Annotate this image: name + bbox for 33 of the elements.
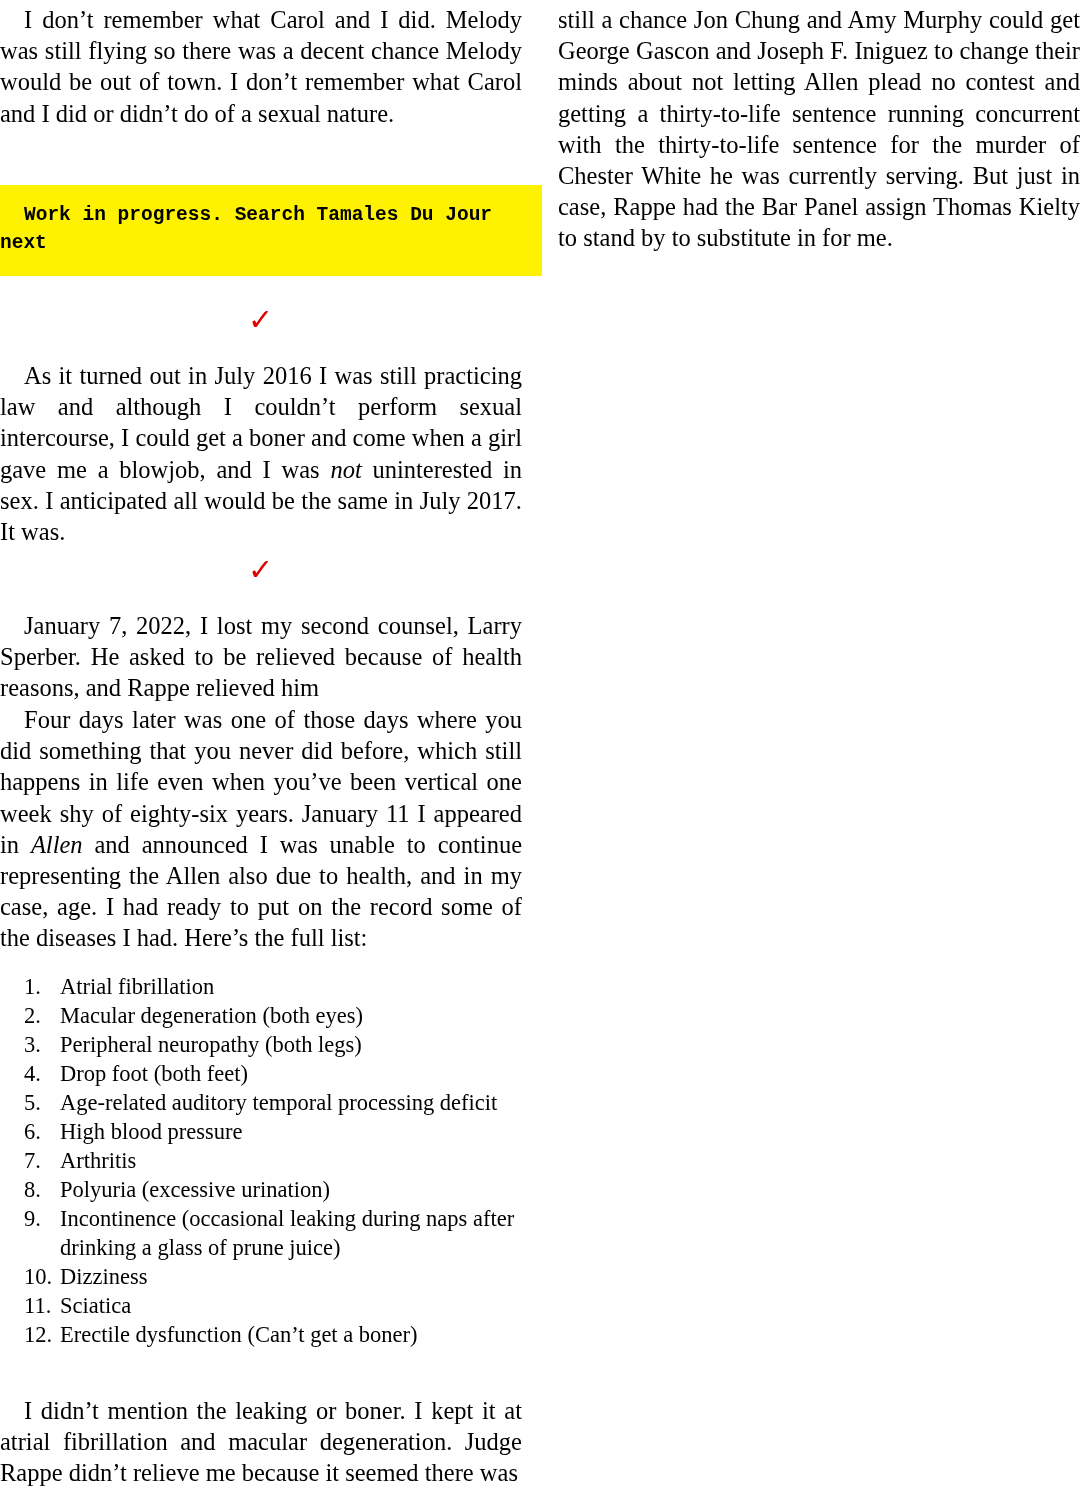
check-mark: ✓ xyxy=(248,555,274,585)
list-item: High blood pressure xyxy=(60,1118,244,1146)
list-number: 6. xyxy=(24,1118,41,1146)
list-number: 11. xyxy=(24,1292,52,1320)
paragraph: Four days later was one of those days where you did something that you never did before, which still happens in life even when you’ve been vertical one week shy of eighty-six years. January 11 I appeared in Allen and announced I was unable to continue representing the Allen also due to health, and in my case, age. I had ready to put on the record some of the diseases I had. Here’s the full list: xyxy=(0,705,522,954)
paragraph: I don’t remember what Carol and I did. Melody was still flying so there was a decent chance Melody would be out of town. I don’t remember what Carol and I did or didn’t do of a sexual nature. xyxy=(0,5,522,129)
paragraph: I didn’t mention the leaking or boner. I kept it at atrial fibrillation and macular degeneration. Judge Rappe didn’t relieve me because it seemed there was xyxy=(0,1396,522,1489)
paragraph: As it turned out in July 2016 I was still practicing law and although I couldn’t perform sexual intercourse, I could get a boner and come when a girl gave me a blowjob, and I was not uninterested in sex. I anticipated all would be the same in July 2017. It was. xyxy=(0,361,522,547)
list-item: Incontinence (occasional leaking during naps after drinking a glass of prune juice) xyxy=(60,1205,516,1262)
list-item: Polyuria (excessive urination) xyxy=(60,1176,331,1204)
list-item: Arthritis xyxy=(60,1147,138,1175)
list-number: 3. xyxy=(24,1031,41,1059)
list-item: Dizziness xyxy=(60,1263,149,1291)
list-number: 1. xyxy=(24,973,41,1001)
list-number: 12. xyxy=(24,1321,53,1349)
paragraph: January 7, 2022, I lost my second counsel, Larry Sperber. He asked to be relieved because of health reasons, and Rappe relieved him xyxy=(0,611,522,704)
list-item: Drop foot (both feet) xyxy=(60,1060,250,1088)
list-number: 9. xyxy=(24,1205,41,1233)
list-item: Macular degeneration (both eyes) xyxy=(60,1002,364,1030)
highlighted-note: Work in progress. Search Tamales Du Jour next xyxy=(0,185,542,276)
list-number: 2. xyxy=(24,1002,41,1030)
list-item: Sciatica xyxy=(60,1292,133,1320)
paragraph: still a chance Jon Chung and Amy Murphy could get George Gascon and Joseph F. Iniguez to change their minds about not letting Allen plead no contest and getting a thirty-to-life sentence running concurrent with the thirty-to-life sentence for the murder of Chester White he was currently serving. But just in case, Rappe had the Bar Panel assign Thomas Kielty to stand by to substitute in for me. xyxy=(558,5,1080,254)
list-item: Age-related auditory temporal processing deficit xyxy=(60,1089,499,1117)
list-number: 10. xyxy=(24,1263,53,1291)
list-number: 7. xyxy=(24,1147,41,1175)
list-number: 5. xyxy=(24,1089,41,1117)
list-item: Atrial fibrillation xyxy=(60,973,216,1001)
list-item: Peripheral neuropathy (both legs) xyxy=(60,1031,363,1059)
list-number: 8. xyxy=(24,1176,41,1204)
list-item: Erectile dysfunction (Can’t get a boner) xyxy=(60,1321,419,1349)
check-mark: ✓ xyxy=(248,305,274,335)
list-number: 4. xyxy=(24,1060,41,1088)
